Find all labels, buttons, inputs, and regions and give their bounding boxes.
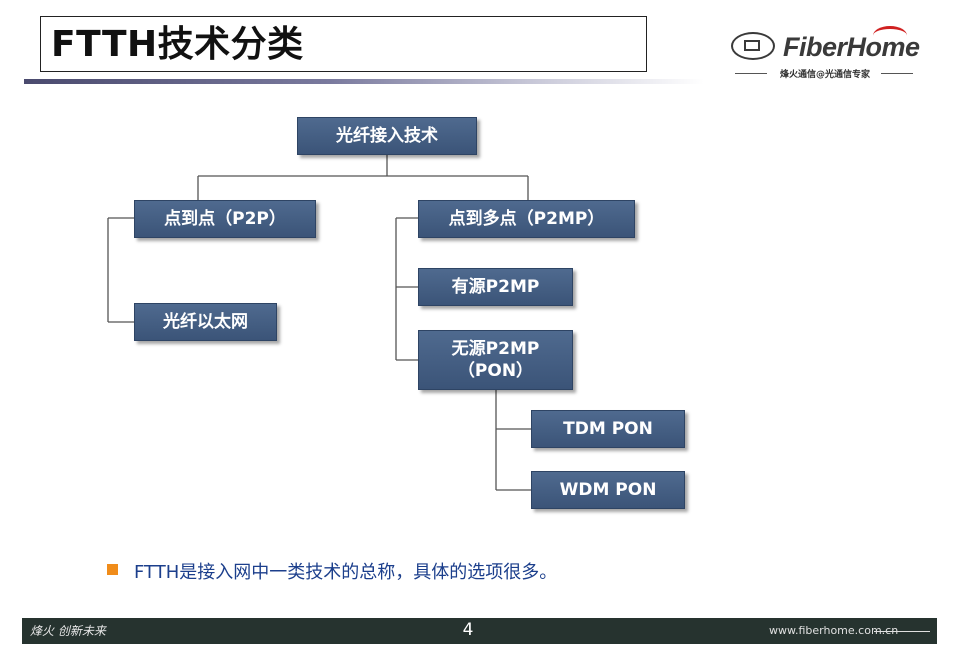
logo-arc-icon <box>873 26 907 45</box>
node-label: 光纤以太网 <box>163 312 248 332</box>
node-p2p: 点到点（P2P） <box>134 200 316 238</box>
title-box: FTTH技术分类 <box>40 16 647 72</box>
logo-divider-right <box>881 73 913 74</box>
node-label-line2: （PON） <box>457 361 534 381</box>
node-label: TDM PON <box>563 419 653 439</box>
page-number: 4 <box>462 620 474 640</box>
node-label: 点到点（P2P） <box>164 209 286 229</box>
node-fiber-access: 光纤接入技术 <box>297 117 477 155</box>
node-fiber-ethernet: 光纤以太网 <box>134 303 277 341</box>
footer-divider <box>874 631 930 632</box>
footer-bar: 烽火 创新未来 4 www.fiberhome.com.cn <box>22 618 937 644</box>
footer-slogan: 烽火 创新未来 <box>30 624 106 638</box>
node-active-p2mp: 有源P2MP <box>418 268 573 306</box>
bullet-text: FTTH是接入网中一类技术的总称，具体的选项很多。 <box>134 562 558 583</box>
node-wdm-pon: WDM PON <box>531 471 685 509</box>
node-label: 点到多点（P2MP） <box>448 209 605 229</box>
logo-divider-left <box>735 73 767 74</box>
bullet-square-icon <box>107 564 118 575</box>
fiberhome-emblem-icon <box>731 32 775 60</box>
node-label-line1: 无源P2MP <box>451 339 540 359</box>
footer-url: www.fiberhome.com.cn <box>769 624 899 637</box>
logo-tagline: 烽火通信@光通信专家 <box>779 70 870 80</box>
node-tdm-pon: TDM PON <box>531 410 685 448</box>
node-label: 有源P2MP <box>451 277 540 297</box>
node-label: 光纤接入技术 <box>336 126 438 146</box>
node-label: WDM PON <box>559 480 657 500</box>
fiberhome-logo: FiberHome 烽火通信@光通信专家 <box>727 22 920 84</box>
node-p2mp: 点到多点（P2MP） <box>418 200 635 238</box>
title-underline <box>24 79 704 84</box>
node-passive-p2mp: 无源P2MP （PON） <box>418 330 573 390</box>
slide-title: FTTH技术分类 <box>51 24 304 65</box>
